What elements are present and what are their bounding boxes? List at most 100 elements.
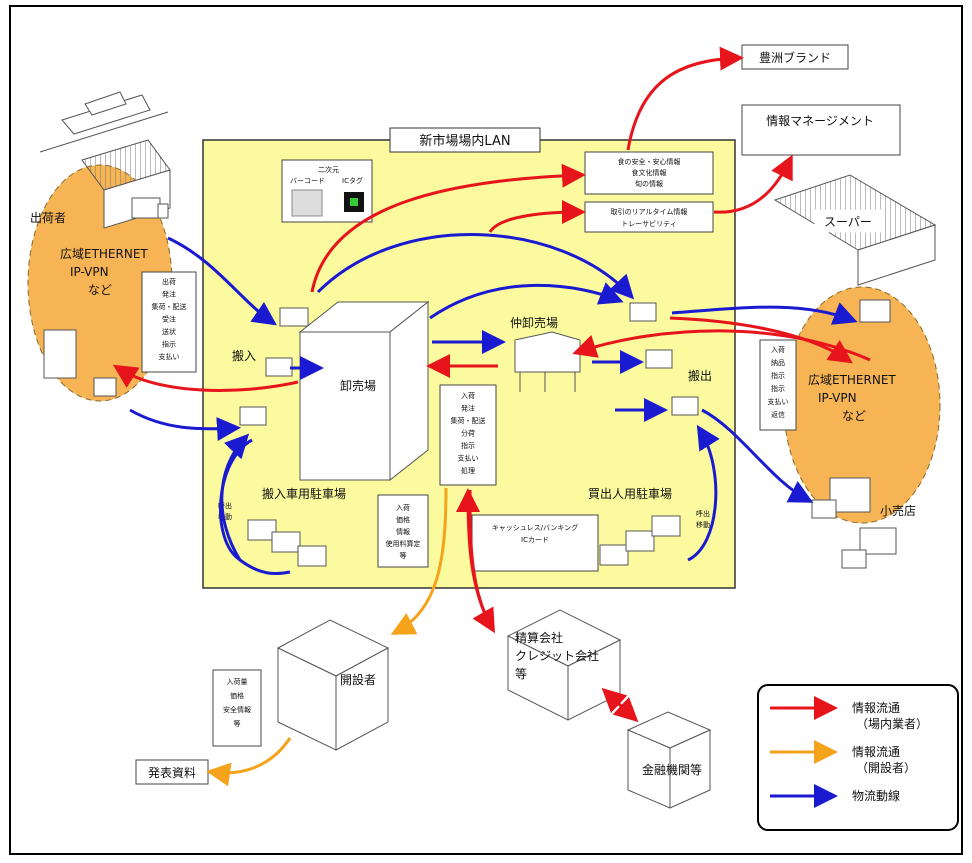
market-title-box	[389, 127, 541, 153]
truck-icon	[265, 357, 293, 377]
press-label: 発表資料	[148, 766, 196, 780]
doc-right-line: 指示	[771, 384, 785, 393]
truck-icon	[629, 302, 657, 322]
ictag-chip-icon	[350, 198, 358, 206]
doc-right-line: 納品	[771, 358, 785, 367]
flow-bank-to-settlement	[601, 687, 636, 720]
logistics-flows	[129, 233, 858, 575]
truck-icon	[131, 197, 169, 219]
flow-wholesale-to-intermediate-arc	[429, 282, 624, 320]
safety-info-box	[584, 151, 714, 195]
doc-left-line: 集荷・配送	[152, 302, 187, 311]
flow-info-to-safety	[310, 163, 586, 293]
flow-parking-out-call	[687, 424, 720, 562]
truck-icon	[279, 307, 309, 327]
doc-press-line: 等	[234, 719, 241, 728]
settlement-line2: クレジット会社	[515, 648, 599, 663]
wan-left-line3: など	[88, 283, 112, 297]
retail-store-icon	[811, 477, 897, 569]
ship-icon	[39, 91, 169, 153]
legend: 情報流通（場内業者）情報流通（開設者）物流動線	[770, 696, 928, 808]
retail-label: 小売店	[880, 503, 916, 518]
doc-left-line: 発注	[162, 290, 176, 299]
outbound-label: 搬出	[688, 368, 712, 383]
brand-box	[741, 44, 849, 70]
flow-builder-to-press	[206, 737, 292, 787]
wan-right-line3: など	[842, 409, 866, 423]
doc-right-line: 返信	[771, 410, 785, 419]
realtime-info-box	[584, 201, 714, 233]
safety-info-line1: 食の安全・安心情報	[618, 157, 681, 166]
cashless-line2: ICカード	[521, 536, 549, 544]
wan-right-line1: 広域ETHERNET	[808, 373, 896, 387]
doc-builder-line: 入荷	[396, 503, 410, 512]
info-mgmt-box	[741, 104, 901, 156]
flow-parking-in-call	[219, 438, 291, 575]
building-icon	[43, 329, 77, 379]
shipper-label: 出荷者	[30, 211, 66, 225]
doc-left-line: 受注	[162, 315, 176, 324]
doc-box-center	[439, 384, 497, 486]
doc-center-line: 支払い	[458, 454, 479, 463]
supermarket-label-bg	[814, 209, 882, 233]
legend-sublabel: （開設者）	[856, 760, 916, 775]
doc-press-line: 価格	[230, 691, 244, 700]
doc-press-line: 入荷量	[227, 677, 248, 686]
bank-building-icon	[626, 711, 712, 809]
press-box	[135, 759, 209, 785]
legend-label: 物流動線	[852, 788, 900, 803]
intermediate-market-icon	[514, 331, 581, 392]
doc-center-line: 分荷	[461, 429, 475, 438]
ictag-label: ICタグ	[342, 176, 363, 185]
flow-market-to-builder	[390, 487, 448, 635]
truck-icon	[93, 377, 117, 397]
doc-center-line: 入荷	[461, 391, 475, 400]
realtime-info-line1: 取引のリアルタイム情報	[611, 207, 688, 216]
parked-trucks-icon	[599, 515, 681, 566]
builder-building-icon	[276, 619, 390, 751]
call-right-line1: 呼出	[696, 509, 710, 518]
legend-box	[757, 684, 959, 831]
parking-out-label: 買出人用駐車場	[588, 486, 672, 501]
parking-in-label: 搬入車用駐車場	[262, 486, 346, 501]
flow-to-brand	[626, 46, 744, 151]
doc-center-line: 処理	[461, 466, 475, 475]
bank-label: 金融機関等	[642, 762, 702, 777]
market-title: 新市場場内LAN	[419, 133, 510, 149]
doc-box-press	[212, 669, 262, 747]
doc-left-line: 出荷	[162, 277, 176, 286]
barcode-label-1: 二次元	[318, 165, 339, 174]
doc-right-line: 入荷	[771, 345, 785, 354]
doc-center-line: 指示	[461, 441, 475, 450]
call-right-line2: 移動	[696, 520, 710, 529]
cashless-box	[471, 514, 599, 572]
inbound-label: 搬入	[232, 348, 256, 363]
safety-info-line3: 旬の情報	[635, 179, 663, 188]
flow-parking-in-return	[220, 433, 250, 561]
truck-icon	[671, 396, 699, 416]
flow-truck-to-inbound	[129, 408, 241, 442]
doc-left-line: 指示	[162, 340, 176, 349]
truck-icon	[645, 349, 673, 369]
wan-right-line2: IP-VPN	[818, 391, 857, 405]
flow-outbound-to-supermarket	[671, 302, 858, 325]
doc-right-line: 支払い	[768, 397, 789, 406]
barcode-icon	[291, 189, 323, 217]
wan-left-line1: 広域ETHERNET	[60, 247, 148, 261]
call-left-line1: 呼出	[218, 501, 232, 510]
wan-left-line2: IP-VPN	[70, 265, 109, 279]
barcode-label-2: バーコード	[290, 177, 325, 185]
doc-builder-line: 価格	[396, 515, 410, 524]
brand-label: 豊洲ブランド	[759, 50, 831, 65]
safety-info-line2: 食文化情報	[632, 168, 667, 177]
doc-box-left	[141, 271, 197, 373]
flow-info-to-realtime	[488, 200, 586, 233]
doc-builder-line: 情報	[396, 527, 410, 536]
doc-center-line: 集荷・配送	[451, 416, 486, 425]
realtime-info-line2: トレーサビリティ	[621, 219, 676, 228]
